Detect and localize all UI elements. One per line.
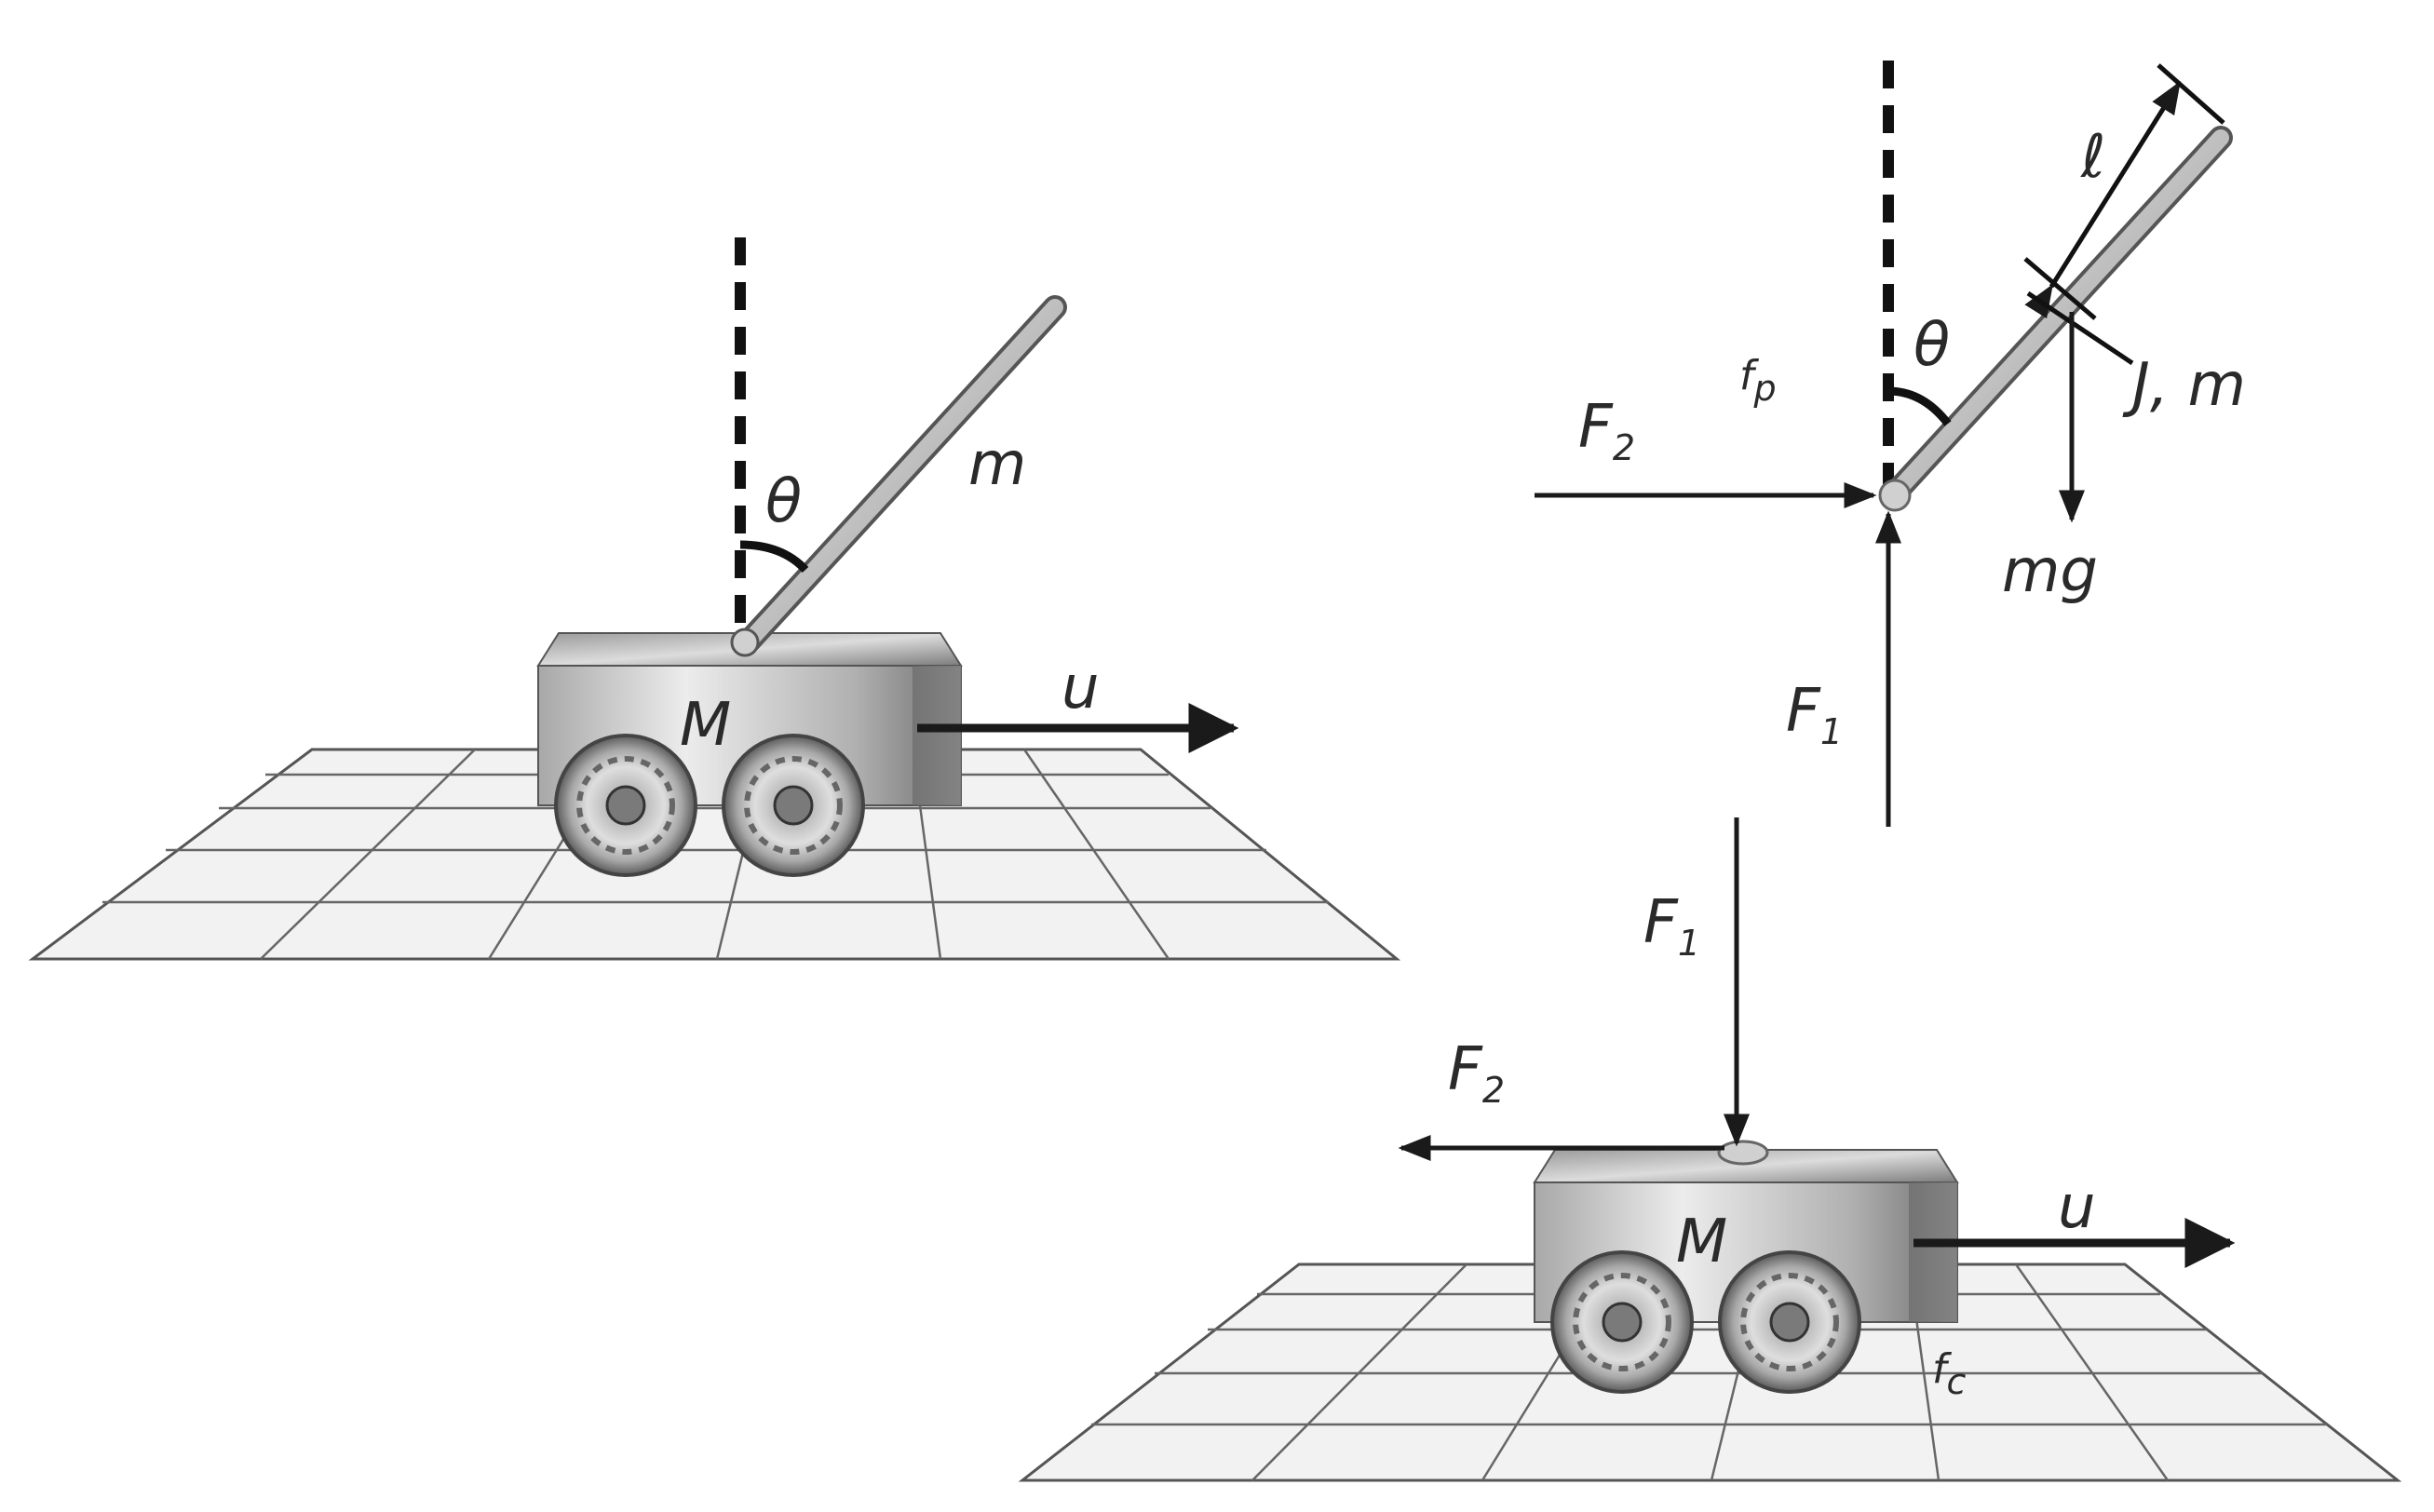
force-f1-label-bottom: F1 <box>1643 888 1700 964</box>
theta-arc-left <box>739 540 809 574</box>
theta-label-right: θ <box>1913 311 1950 380</box>
wheel-left-2 <box>722 734 865 877</box>
cart-free-body: F1 F2 M u fc <box>1018 817 2402 1482</box>
length-dimension <box>2023 63 2225 320</box>
control-input-label-left: u <box>1061 654 1100 722</box>
force-f1-label-top: F1 <box>1786 677 1843 752</box>
inertia-mass-label: J, m <box>2122 351 2246 420</box>
pivot-friction-label: fp <box>1739 352 1777 409</box>
floor-grid-left <box>28 748 1401 961</box>
wheel-left-1 <box>554 734 697 877</box>
half-length-label: ℓ <box>2080 123 2105 192</box>
pivot-right <box>1878 479 1912 512</box>
cart-mass-label-right: M <box>1676 1208 1727 1276</box>
center-of-mass-marker <box>2026 290 2134 366</box>
cart-friction-label: fc <box>1932 1345 1967 1402</box>
control-input-label-right: u <box>2058 1173 2096 1242</box>
wheel-right-2 <box>1718 1250 1861 1394</box>
force-f2-label-bottom: F2 <box>1448 1035 1505 1111</box>
pendulum-mass-label-left: m <box>968 430 1026 499</box>
theta-label-left: θ <box>765 467 802 536</box>
theta-arc-right <box>1887 386 1952 426</box>
wheel-right-1 <box>1550 1250 1694 1394</box>
pendulum-free-body: θ ℓ J, m mg fp F2 F1 <box>1535 61 2246 827</box>
cart-pendulum-system: θ m M u <box>28 237 1401 961</box>
pivot-cart <box>1717 1140 1769 1166</box>
cart-mass-label-left: M <box>680 691 731 760</box>
gravity-label: mg <box>2002 537 2098 606</box>
force-f2-label-top: F2 <box>1578 393 1635 468</box>
pivot-left <box>730 628 760 657</box>
